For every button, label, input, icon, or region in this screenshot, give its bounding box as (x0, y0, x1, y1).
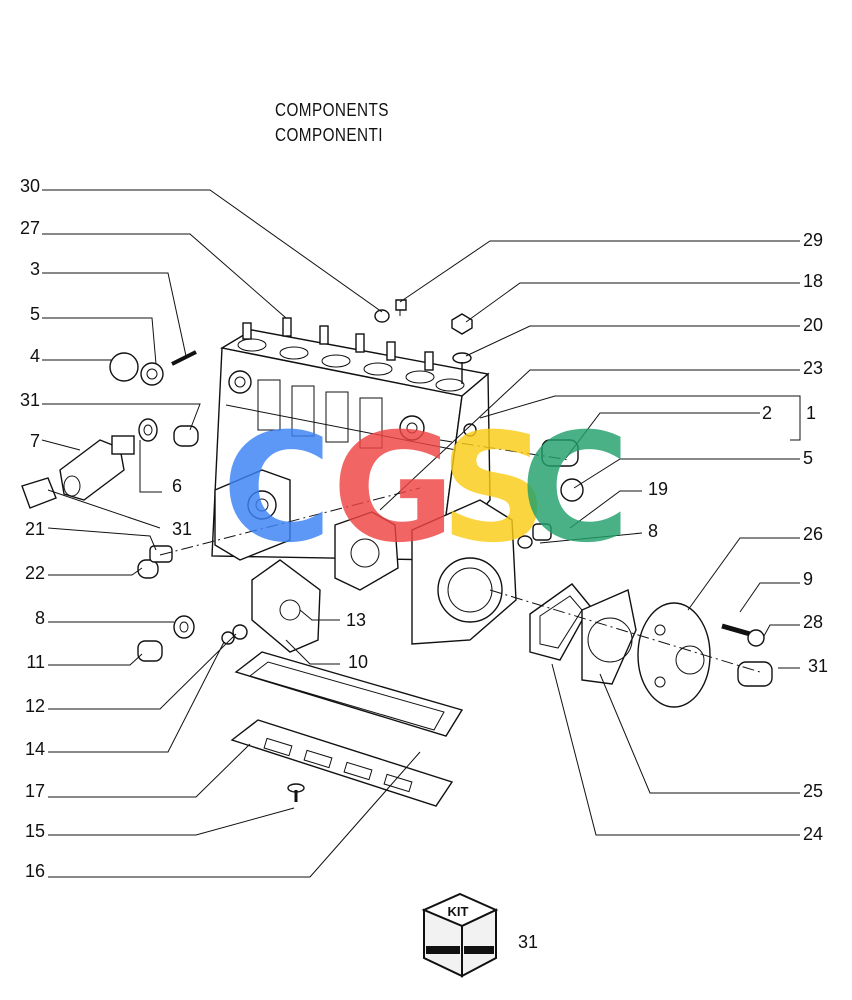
callouts-inner: 13 10 (346, 610, 368, 672)
callout-label: 19 (648, 479, 668, 499)
callout-label: 20 (803, 315, 823, 335)
title-english: COMPONENTS (275, 100, 389, 120)
callout-label: 23 (803, 358, 823, 378)
watermark-letter: C (222, 402, 332, 576)
callout-label: 8 (35, 608, 45, 628)
callout-label: 3 (30, 259, 40, 279)
watermark-letter: C (520, 402, 630, 576)
callout-label: 31 (172, 519, 192, 539)
callout-label: 22 (25, 563, 45, 583)
callout-label: 11 (26, 652, 45, 672)
kit-box-icon: KIT (421, 892, 499, 978)
callout-label: 12 (25, 696, 45, 716)
loose-parts (21, 299, 773, 807)
callout-label: 2 (762, 403, 772, 423)
callout-label: 30 (20, 176, 40, 196)
callout-label: 31 (20, 390, 40, 410)
engine-block (211, 317, 517, 645)
callout-label: 17 (25, 781, 45, 801)
callout-label: 6 (172, 476, 182, 496)
callout-label: 7 (30, 431, 40, 451)
callout-label: 14 (25, 739, 45, 759)
leader-lines (41, 189, 801, 878)
callout-label: 1 (806, 403, 816, 423)
callout-label: 21 (25, 519, 45, 539)
callouts-right: 29 18 20 23 2 1 5 19 8 26 9 28 31 25 24 (648, 230, 828, 844)
callout-label: 13 (346, 610, 366, 630)
callout-label: 9 (803, 569, 813, 589)
kit-badge-label: KIT (448, 904, 469, 919)
callout-label: 28 (803, 612, 823, 632)
callout-label: 24 (803, 824, 823, 844)
callout-label: 26 (803, 524, 823, 544)
callout-label: 4 (30, 346, 40, 366)
callout-label: 10 (348, 652, 368, 672)
watermark: C G S C (222, 402, 630, 576)
watermark-letter: S (440, 402, 548, 576)
center-lines (159, 439, 761, 673)
kit-part-number: 31 (518, 932, 538, 952)
callouts-left: 30 27 3 5 4 31 7 6 21 31 22 8 11 12 14 1… (20, 176, 192, 881)
callout-label: 15 (25, 821, 45, 841)
callout-label: 8 (648, 521, 658, 541)
callout-label: 31 (808, 656, 828, 676)
callout-label: 25 (803, 781, 823, 801)
title-italian: COMPONENTI (275, 125, 383, 145)
callout-label: 5 (30, 304, 40, 324)
callout-label: 5 (803, 448, 813, 468)
callout-label: 29 (803, 230, 823, 250)
callout-label: 18 (803, 271, 823, 291)
callout-label: 16 (25, 861, 45, 881)
watermark-letter: G (332, 402, 455, 576)
callout-label: 27 (20, 218, 40, 238)
